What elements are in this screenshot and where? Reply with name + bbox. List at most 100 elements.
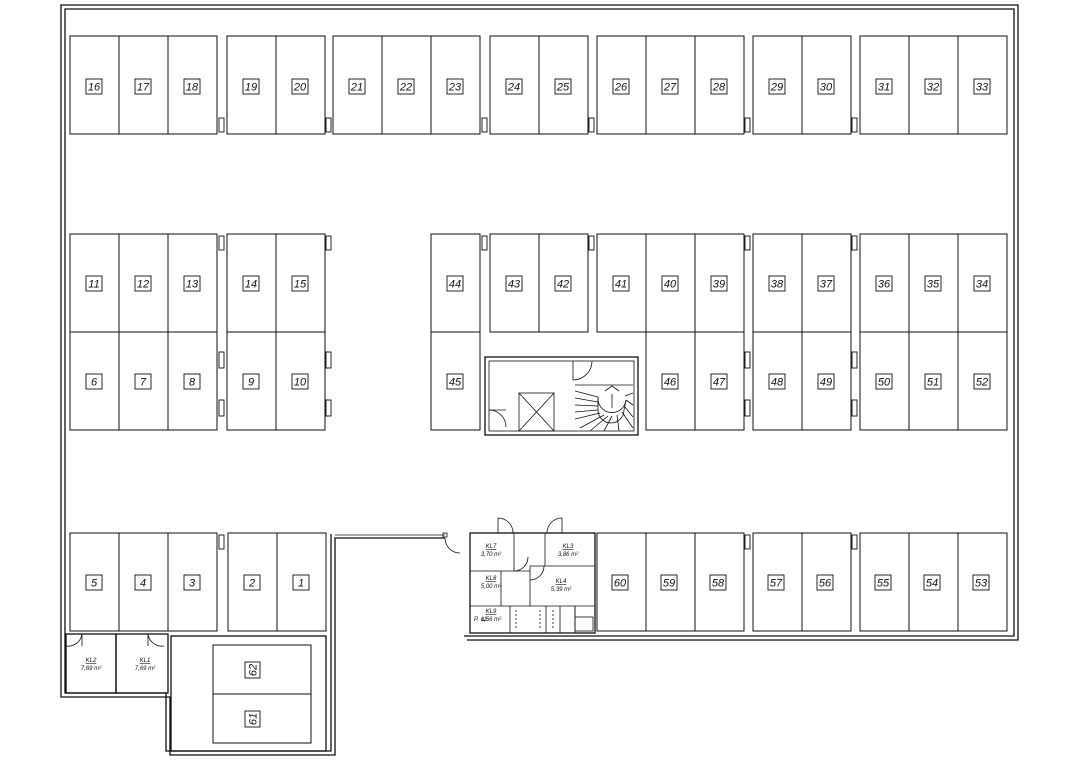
storage-room-id: KL8 xyxy=(486,576,497,582)
space-number: 53 xyxy=(972,574,990,591)
space-number-text: 17 xyxy=(137,82,150,94)
door-swing xyxy=(572,360,593,381)
space-number-box xyxy=(183,373,201,390)
space-number-box xyxy=(134,275,152,292)
space-number-text: 6 xyxy=(91,377,98,389)
space-number-box xyxy=(505,78,523,95)
space-number: 14 xyxy=(242,275,260,292)
column xyxy=(744,399,751,417)
space-number: 42 xyxy=(554,275,572,292)
door-swing xyxy=(529,565,545,581)
space-number: 52 xyxy=(973,373,991,390)
column xyxy=(218,399,225,417)
space-number-text: 32 xyxy=(927,82,939,94)
space-number-box xyxy=(242,373,260,390)
space-number-text: 44 xyxy=(449,279,461,291)
space-number-box xyxy=(875,275,893,292)
space-number: 21 xyxy=(348,78,366,95)
space-number: 35 xyxy=(924,275,942,292)
space-number-text: 16 xyxy=(88,82,101,94)
space-number: 15 xyxy=(291,275,309,292)
space-number-box xyxy=(817,373,835,390)
space-number-box xyxy=(924,373,942,390)
parking-space[interactable] xyxy=(212,693,312,744)
space-number-box xyxy=(768,275,786,292)
column xyxy=(851,117,858,133)
space-number-box xyxy=(348,78,366,95)
space-number: 16 xyxy=(85,78,103,95)
storage-block xyxy=(444,517,596,634)
space-number: 48 xyxy=(768,373,786,390)
space-number-box xyxy=(973,275,991,292)
space-number-text: 25 xyxy=(556,82,570,94)
space-number: 46 xyxy=(661,373,679,390)
space-number-box xyxy=(768,373,786,390)
space-number: 8 xyxy=(183,373,201,390)
space-number-text: 5 xyxy=(91,578,98,590)
parking-space[interactable] xyxy=(430,331,481,431)
space-number-text: 48 xyxy=(771,377,784,389)
space-number-text: 26 xyxy=(614,82,628,94)
space-number-box xyxy=(611,574,629,591)
space-number: 28 xyxy=(710,78,728,95)
parking-row-top xyxy=(69,35,1008,135)
space-number-text: 61 xyxy=(248,713,260,725)
space-number-box xyxy=(244,710,261,728)
parking-space[interactable] xyxy=(694,532,745,632)
space-number-box xyxy=(397,78,415,95)
storage-left-block xyxy=(65,633,169,694)
door-swing xyxy=(497,517,514,534)
space-number-text: 53 xyxy=(975,578,988,590)
space-number: 9 xyxy=(242,373,260,390)
column xyxy=(851,399,858,417)
space-number: 38 xyxy=(768,275,786,292)
space-number-box xyxy=(505,275,523,292)
parking-space[interactable] xyxy=(381,35,432,135)
door-swing xyxy=(546,517,563,534)
space-number-box xyxy=(446,275,464,292)
space-number-text: 12 xyxy=(137,279,149,291)
space-number: 19 xyxy=(242,78,260,95)
storage-room-id: KL2 xyxy=(86,658,97,664)
column xyxy=(588,235,595,251)
space-number: 1 xyxy=(292,574,310,591)
space-number: 34 xyxy=(973,275,991,292)
space-number: 26 xyxy=(612,78,630,95)
parking-space[interactable] xyxy=(226,331,277,431)
space-number-box xyxy=(554,78,572,95)
parking-space[interactable] xyxy=(167,233,218,333)
space-number-box xyxy=(446,373,464,390)
parking-space[interactable] xyxy=(694,35,745,135)
space-number: 40 xyxy=(661,275,679,292)
space-number-text: 30 xyxy=(820,82,833,94)
space-number-box xyxy=(134,373,152,390)
space-number: 39 xyxy=(710,275,728,292)
space-number-box xyxy=(554,275,572,292)
space-number-text: 54 xyxy=(926,578,938,590)
space-number-text: 20 xyxy=(293,82,307,94)
parking-space[interactable] xyxy=(69,532,120,632)
space-number: 44 xyxy=(446,275,464,292)
space-number-text: 62 xyxy=(248,664,260,676)
space-number: 49 xyxy=(817,373,835,390)
parking-space[interactable] xyxy=(212,644,312,695)
space-number-text: 11 xyxy=(88,279,99,291)
column xyxy=(851,351,858,369)
space-number-text: 27 xyxy=(663,82,677,94)
parking-space[interactable] xyxy=(118,532,169,632)
space-number-text: 13 xyxy=(186,279,199,291)
space-number-text: 15 xyxy=(294,279,307,291)
space-number-box xyxy=(710,78,728,95)
door-swing xyxy=(488,409,507,428)
column xyxy=(218,235,225,251)
space-number: 51 xyxy=(924,373,942,390)
column xyxy=(481,235,488,251)
space-number: 17 xyxy=(134,78,152,95)
space-number: 31 xyxy=(875,78,893,95)
staircase-core xyxy=(484,356,639,436)
